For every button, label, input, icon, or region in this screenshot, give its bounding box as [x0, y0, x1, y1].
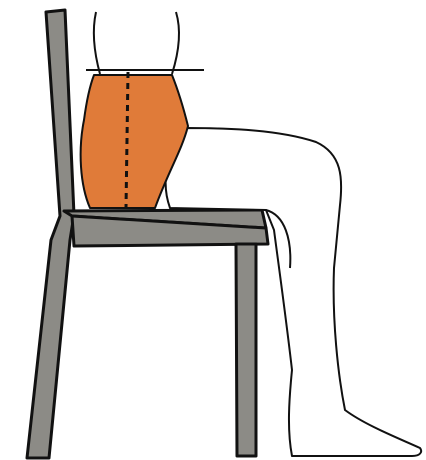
torso-front-outline [172, 12, 179, 74]
chair-back-post [27, 10, 74, 458]
torso-back-outline [94, 12, 100, 74]
leg-outline [166, 128, 421, 456]
chair-front-leg [236, 244, 256, 456]
